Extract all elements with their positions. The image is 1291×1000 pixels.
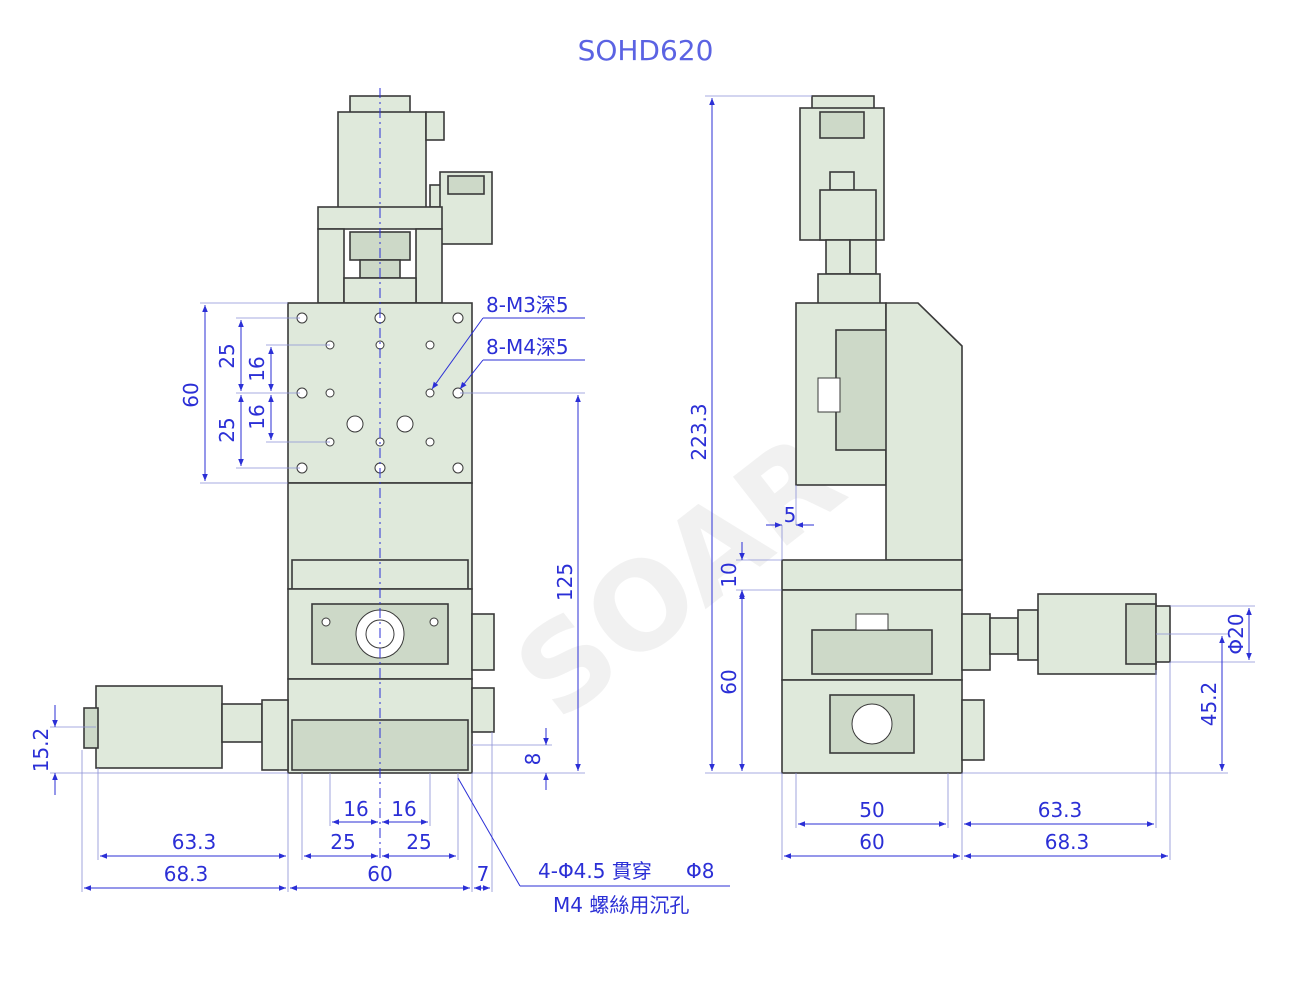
dim-side-60-horiz: 60 — [859, 830, 884, 854]
dim-front-16-bot: 16 — [245, 404, 269, 429]
dim-front-8: 8 — [521, 753, 545, 766]
dim-side-63-3: 63.3 — [1038, 798, 1083, 822]
dim-bottom-63-3: 63.3 — [172, 830, 217, 854]
dim-bottom-68-3: 68.3 — [164, 862, 209, 886]
dim-side-45-2: 45.2 — [1197, 682, 1221, 727]
dim-side-10: 10 — [717, 562, 741, 587]
drawing-title: SOHD620 — [577, 34, 714, 67]
dim-front-60-left: 60 — [179, 382, 203, 407]
dim-front-16-top: 16 — [245, 356, 269, 381]
side-dimensions: 223.3 5 10 60 Φ20 45.2 50 — [687, 95, 1255, 860]
dim-bottom-16-right: 16 — [391, 797, 416, 821]
dim-front-125: 125 — [553, 563, 577, 601]
front-view — [83, 88, 495, 860]
dim-side-50: 50 — [859, 798, 884, 822]
note-m3-tapped: 8-M3深5 — [486, 293, 569, 317]
note-m4-tapped: 8-M4深5 — [486, 335, 569, 359]
dim-bottom-16-left: 16 — [343, 797, 368, 821]
dim-front-25-top: 25 — [215, 343, 239, 368]
dim-bottom-60: 60 — [367, 862, 392, 886]
side-view — [781, 95, 1171, 774]
dim-side-5: 5 — [784, 503, 797, 527]
dim-bottom-7: 7 — [477, 862, 490, 886]
dim-bottom-25-right: 25 — [406, 830, 431, 854]
dim-side-60-vert: 60 — [717, 669, 741, 694]
dim-front-15-2: 15.2 — [29, 728, 53, 773]
dim-side-68-3: 68.3 — [1045, 830, 1090, 854]
note-hole-counterbore: Φ8 — [686, 859, 714, 883]
dim-side-223-3: 223.3 — [687, 403, 711, 460]
dim-bottom-25-left: 25 — [330, 830, 355, 854]
front-dimensions: 60 25 25 16 16 125 8 15.2 — [29, 293, 730, 917]
dim-front-25-bot: 25 — [215, 417, 239, 442]
note-m4-screw: M4 螺絲用沉孔 — [553, 893, 689, 917]
note-hole-through: 4-Φ4.5 貫穿 — [538, 859, 652, 883]
